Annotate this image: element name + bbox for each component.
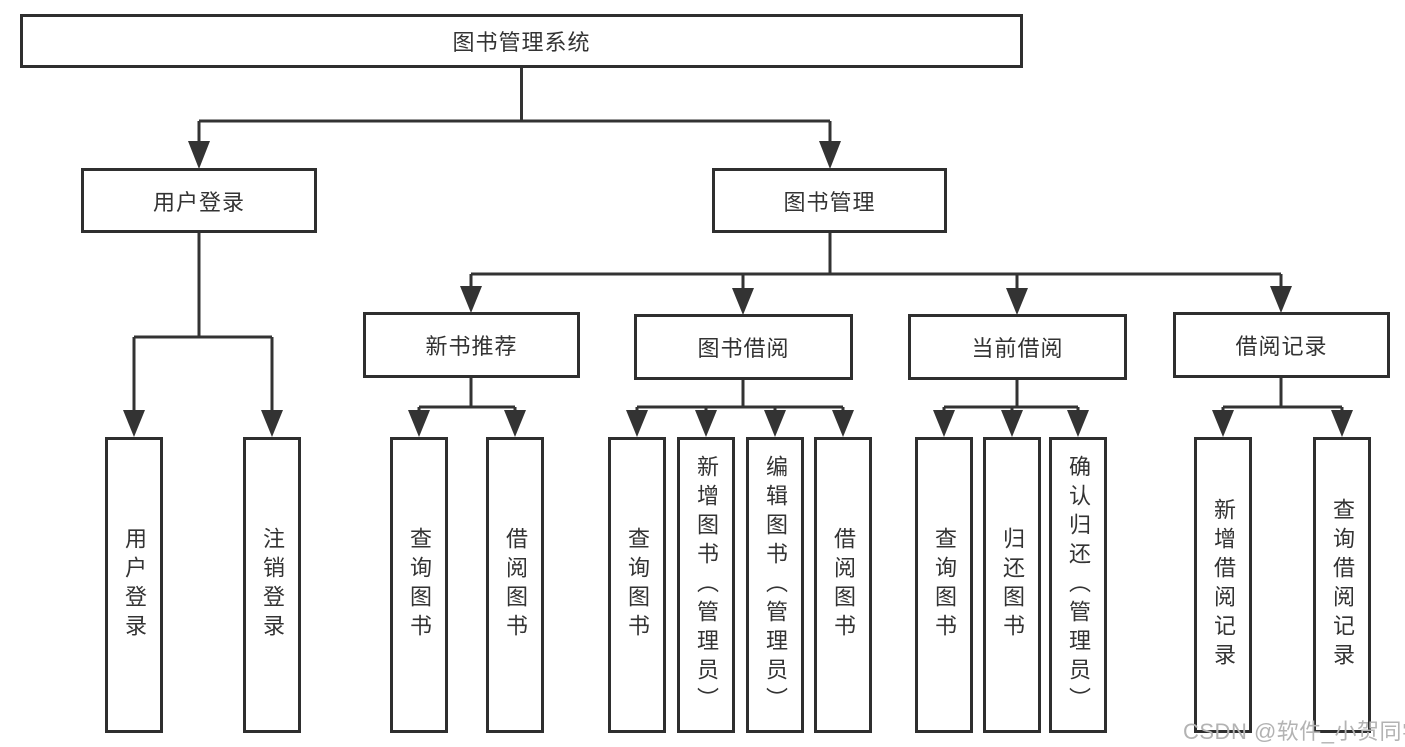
arrow-down-icon [1270, 286, 1292, 313]
leaf-bb-add-books-admin: 新增图书（管理员） [677, 437, 735, 733]
arrow-down-icon [504, 410, 526, 437]
leaf-nb-query-books: 查询图书 [390, 437, 448, 733]
branch-book-management: 图书管理 [712, 168, 947, 233]
connector-root-to-level2 [188, 68, 841, 169]
leaf-nb-borrow-books: 借阅图书 [486, 437, 544, 733]
arrow-down-icon [1067, 410, 1089, 437]
leaf-logout: 注销登录 [243, 437, 301, 733]
csdn-watermark: CSDN @软件_小贺同学 [1183, 719, 1405, 744]
arrow-down-icon [695, 410, 717, 437]
arrow-down-icon [764, 410, 786, 437]
connector-borrow-records-to-leaves [1212, 378, 1353, 437]
branch-new-book-recommend: 新书推荐 [363, 312, 580, 378]
connector-current-borrowing-to-leaves [933, 380, 1089, 437]
connector-book-borrowing-to-leaves [626, 380, 854, 437]
arrow-down-icon [1331, 410, 1353, 437]
arrow-down-icon [819, 141, 841, 169]
leaf-br-query-record: 查询借阅记录 [1313, 437, 1371, 733]
connector-new-book-recommend-to-leaves [408, 378, 526, 437]
leaf-br-add-record: 新增借阅记录 [1194, 437, 1252, 733]
leaf-bb-query-books: 查询图书 [608, 437, 666, 733]
arrow-down-icon [123, 410, 145, 437]
arrow-down-icon [261, 410, 283, 437]
arrow-down-icon [933, 410, 955, 437]
arrow-down-icon [626, 410, 648, 437]
arrow-down-icon [1001, 410, 1023, 437]
arrow-down-icon [1006, 288, 1028, 315]
leaf-cb-query-books: 查询图书 [915, 437, 973, 733]
arrow-down-icon [408, 410, 430, 437]
arrow-down-icon [832, 410, 854, 437]
node-library-management-system: 图书管理系统 [20, 14, 1023, 68]
connector-book-management-to-level3 [460, 233, 1292, 315]
branch-current-borrowing: 当前借阅 [908, 314, 1127, 380]
branch-borrow-records: 借阅记录 [1173, 312, 1390, 378]
leaf-bb-edit-books-admin: 编辑图书（管理员） [746, 437, 804, 733]
arrow-down-icon [188, 141, 210, 169]
arrow-down-icon [1212, 410, 1234, 437]
branch-book-borrowing: 图书借阅 [634, 314, 853, 380]
arrow-down-icon [732, 288, 754, 315]
leaf-bb-borrow-books: 借阅图书 [814, 437, 872, 733]
arrow-down-icon [460, 286, 482, 313]
leaf-cb-confirm-return-admin: 确认归还（管理员） [1049, 437, 1107, 733]
leaf-user-login: 用户登录 [105, 437, 163, 733]
connector-user-login-to-leaves [123, 233, 283, 437]
leaf-cb-return-books: 归还图书 [983, 437, 1041, 733]
branch-user-login: 用户登录 [81, 168, 317, 233]
